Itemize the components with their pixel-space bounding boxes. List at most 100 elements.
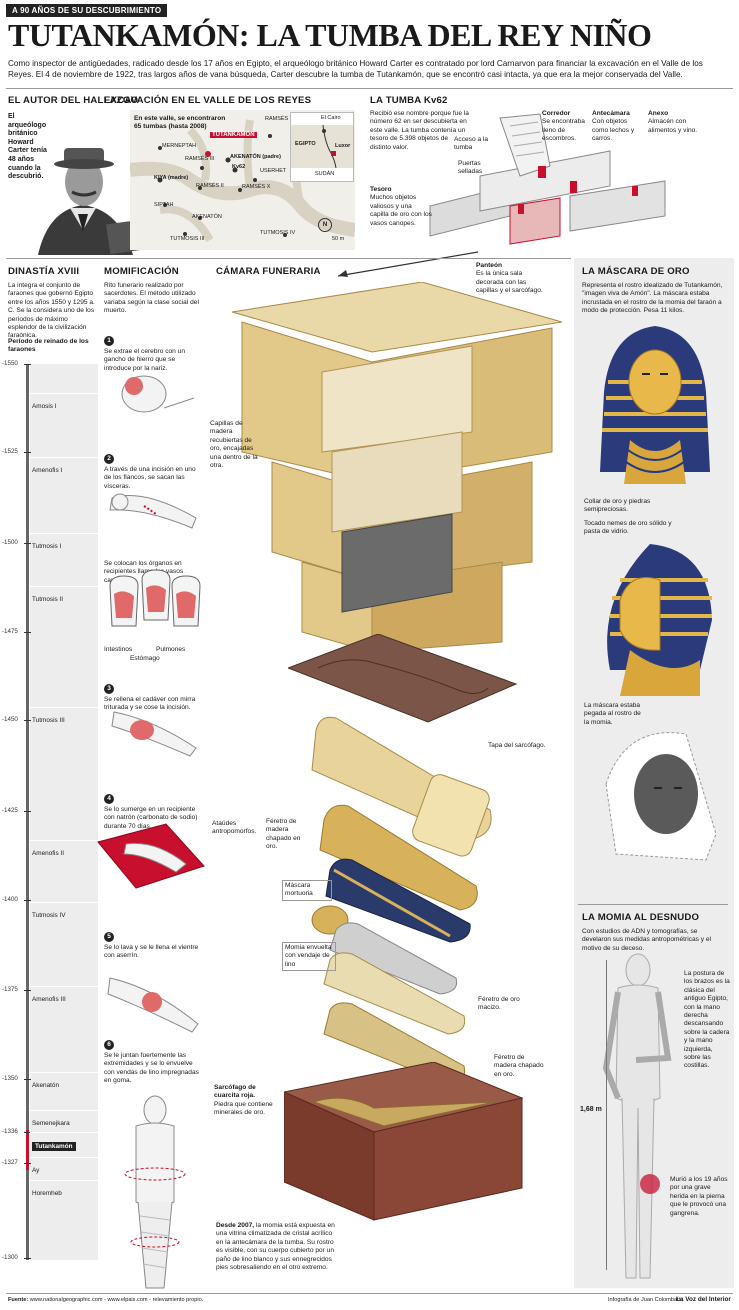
map-label: RAMSÉS II (196, 183, 224, 189)
desnudo-altura: 1,68 m (580, 1106, 602, 1113)
tesoro-title: Tesoro (370, 186, 392, 193)
mascara-text: Representa el rostro idealizado de Tutan… (582, 282, 723, 315)
sarcofago-text: Piedra que contiene minerales de oro. (214, 1100, 273, 1117)
inset-sudan: SUDÁN (315, 171, 335, 177)
step-number: 4 (104, 794, 114, 804)
footer-infografia: Infografía de Juan Colombatto (608, 1297, 684, 1303)
desde-text: la momia está expuesta en una vitrina cl… (216, 1222, 335, 1272)
intro-text: Como inspector de antigüedades, radicado… (8, 59, 703, 79)
panteon-text: Es la única sala decorada con las capill… (476, 270, 543, 295)
map-label: AKENATÓN (192, 214, 222, 220)
autor-text-rest: tenía 48 años cuando la descubrió. (8, 147, 47, 181)
step-text: Se extrae el cerebro con un gancho de hi… (104, 348, 186, 372)
desnudo-heading: LA MOMIA AL DESNUDO (582, 912, 700, 923)
camara-feretro2: Féretro de madera chapado en oro. (494, 1054, 544, 1078)
camara-desde: Desde 2007, la momia está expuesta en un… (216, 1222, 336, 1272)
timeline-tick (24, 632, 31, 633)
height-ruler (606, 960, 607, 1270)
egypt-inset: El Cairo EGIPTO Luxor SUDÁN (290, 112, 354, 182)
map-label: RAMSÉS X (242, 184, 271, 190)
timeline-separator (30, 586, 98, 587)
timeline-pharaoh: Akenatón (32, 1082, 60, 1089)
anexo-text: Almacén con alimentos y vino. (648, 118, 698, 134)
tomb-diagram (420, 106, 680, 256)
map-label: AKENATÓN (padre) (230, 154, 281, 160)
timeline-tick (24, 811, 31, 812)
mascara-heading: LA MÁSCARA DE ORO (582, 266, 690, 277)
camara-feretro1: Féretro de madera chapado en oro. (266, 818, 301, 851)
step-text: Se le juntan fuertemente las extremidade… (104, 1052, 199, 1085)
timeline-year: -1300 (2, 1254, 18, 1261)
tesoro-text: Muchos objetos valiosos y una capilla de… (370, 194, 432, 227)
step-number: 5 (104, 932, 114, 942)
valle-heading: EXCAVACIÓN EN EL VALLE DE LOS REYES (104, 95, 312, 106)
tumba-heading: LA TUMBA Kv62 (370, 95, 448, 106)
timeline-pharaoh: Ay (32, 1167, 40, 1174)
autor-heading: EL AUTOR DEL HALLAZGO (8, 95, 139, 106)
timeline-pharaoh: Amenofis II (32, 850, 64, 857)
divider (6, 1293, 733, 1294)
antecamara-title: Antecámara (592, 110, 630, 117)
timeline-separator (30, 1072, 98, 1073)
panteon-title: Panteón (476, 262, 503, 269)
step-number: 6 (104, 1040, 114, 1050)
timeline-pharaoh: Amenofis III (32, 996, 66, 1003)
autor-text: El arqueólogo británico Howard Carter te… (8, 113, 52, 182)
mascara-collar: Collar de oro y piedras semipreciosas. (584, 498, 651, 514)
inset-egipto: EGIPTO (295, 141, 316, 147)
step1-illustration (104, 368, 204, 416)
map-label-tutankamon: TUTANKAMÓN (210, 132, 257, 138)
map-label: USERHET (260, 168, 287, 174)
map-label: TUTMOSIS III (170, 236, 205, 242)
timeline-tick (24, 1132, 31, 1133)
timeline-tick (24, 900, 31, 901)
inset-cairo: El Cairo (321, 115, 341, 121)
shrines-illustration (231, 281, 563, 662)
map-label: TUTMOSIS IV (260, 230, 296, 236)
map-label: MERNEPTAH (162, 143, 197, 149)
step-text: Se lo sumerge en un recipiente con natró… (104, 806, 198, 830)
organ-estomago: Estómago (130, 655, 160, 662)
step-text: Se rellena el cadáver con mirra triturad… (104, 696, 196, 712)
timeline-pharaoh: Amosis I (32, 403, 57, 410)
momificacion-intro: Rito funerario realizado por sacerdotes.… (104, 282, 199, 315)
step-number: 2 (104, 454, 114, 464)
timeline-year: -1327 (2, 1159, 18, 1166)
divider (6, 258, 571, 259)
fuente-text: www.nationalgeographic.com - www.elpais.… (29, 1297, 204, 1303)
step-text: A través de una incisión en uno de los f… (104, 466, 196, 490)
timeline-separator (30, 1180, 98, 1181)
timeline-tick (24, 1163, 31, 1164)
timeline-pharaoh: Tutmosis III (32, 717, 65, 724)
mascara-pegada: La máscara estaba pegada al rostro de la… (584, 702, 641, 726)
page-title: TUTANKAMÓN: LA TUMBA DEL REY NIÑO (8, 17, 652, 53)
camara-ataudes: Ataúdes antropomorfos. (212, 820, 257, 836)
timeline-tick (24, 720, 31, 721)
corredor-title: Corredor (542, 110, 571, 117)
organ-intestinos: Intestinos (104, 646, 133, 653)
camara-heading: CÁMARA FUNERARIA (216, 266, 321, 277)
organ-pulmones: Pulmones (156, 646, 186, 653)
step6-illustration (110, 1092, 200, 1292)
timeline-tick (24, 452, 31, 453)
timeline-year: -1475 (2, 628, 18, 635)
timeline-pharaoh: Horemheb (32, 1190, 62, 1197)
timeline-separator (30, 902, 98, 903)
kicker: A 90 AÑOS DE SU DESCUBRIMIENTO (6, 4, 168, 17)
timeline-pharaoh: Tutmosis IV (32, 912, 66, 919)
anexo-title: Anexo (648, 110, 669, 117)
sarcophagus-lid (286, 633, 518, 724)
dinastia-heading: DINASTÍA XVIII (8, 266, 80, 277)
timeline-separator (30, 840, 98, 841)
timeline-separator (30, 1110, 98, 1111)
timeline-separator (30, 393, 98, 394)
timeline-separator (30, 1132, 98, 1133)
timeline-pharaoh: Tutankamón (32, 1142, 76, 1151)
map-label: Kv62 (232, 164, 246, 170)
timeline-axis (26, 364, 29, 1260)
gold-mask-front (590, 322, 720, 492)
step2-illustration (104, 478, 204, 538)
